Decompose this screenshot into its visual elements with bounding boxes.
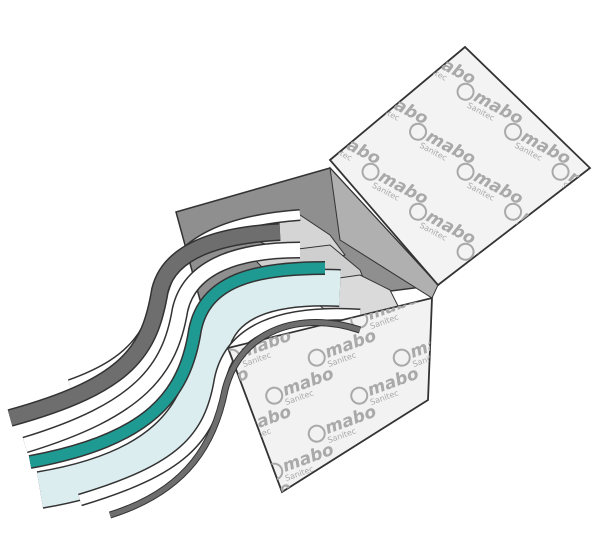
logo-emblem-icon	[306, 499, 327, 520]
logo-emblem-icon	[476, 347, 497, 368]
logo-emblem-icon	[228, 424, 241, 443]
logo-emblem-icon	[350, 462, 369, 481]
logo-emblem-icon	[409, 202, 428, 221]
logo-brand: mabo	[565, 247, 600, 290]
logo-brand: mabo	[237, 478, 294, 515]
strip-white-front	[78, 309, 361, 505]
logo-emblem-icon	[392, 424, 411, 443]
logo-sub: Sanitec	[369, 464, 400, 483]
logo-brand: mabo	[470, 247, 526, 290]
strip-fleece	[37, 270, 341, 508]
logo-emblem-icon	[551, 242, 570, 261]
logo-brand: mabo	[518, 287, 574, 330]
logo-emblem-icon	[361, 82, 380, 101]
logo-sub: Sanitec	[454, 312, 485, 331]
logo-brand: mabo	[565, 87, 600, 130]
logo-sub: Sanitec	[496, 502, 527, 521]
logo-brand: mabo	[518, 207, 574, 250]
logo-sub: Sanitec	[323, 61, 353, 83]
logo-emblem-icon	[476, 499, 497, 520]
logo-sub: Sanitec	[326, 502, 357, 521]
logo-emblem-icon	[392, 348, 411, 367]
logo-sub: Sanitec	[241, 502, 272, 521]
logo-emblem-icon	[504, 282, 523, 285]
logo-emblem-icon	[434, 461, 455, 482]
logo-sub: Sanitec	[496, 350, 527, 369]
logo-emblem-icon	[350, 386, 369, 405]
box-front-face	[226, 296, 433, 494]
logo-brand: mabo	[450, 364, 507, 401]
strip-teal	[29, 262, 326, 468]
logo-brand: mabo	[407, 478, 464, 515]
logo-emblem-icon	[409, 47, 428, 61]
logo-sub: Sanitec	[199, 464, 230, 483]
logo-emblem-icon	[551, 82, 570, 101]
logo-sub: Sanitec	[513, 61, 543, 83]
logo-sub: Sanitec	[561, 261, 591, 283]
logo-emblem-icon	[330, 122, 333, 141]
logo-emblem-icon	[307, 348, 326, 367]
logo-emblem-icon	[391, 499, 412, 520]
logo-sub: Sanitec	[411, 426, 442, 445]
logo-emblem-icon	[307, 424, 326, 443]
logo-emblem-icon	[476, 423, 497, 444]
logo-sub: Sanitec	[454, 388, 485, 407]
logo-emblem-icon	[504, 47, 523, 61]
logo-brand: mabo	[322, 478, 379, 515]
logo-brand: mabo	[518, 47, 574, 90]
logo-emblem-icon	[265, 386, 284, 405]
logo-brand: mabo	[328, 47, 384, 90]
logo-sub: Sanitec	[561, 101, 591, 123]
logo-emblem-icon	[361, 162, 380, 181]
strip-dark-front	[109, 320, 361, 518]
logo-brand: mabo	[450, 288, 507, 325]
logo-emblem-icon	[434, 309, 455, 330]
logo-emblem-icon	[330, 47, 333, 61]
strips	[7, 209, 361, 509]
logo-sub: Sanitec	[466, 261, 496, 283]
logo-brand: mabo	[365, 440, 422, 477]
logo-emblem-icon	[456, 82, 475, 101]
logo-brand: mabo	[565, 167, 600, 210]
logo-brand: mabo	[492, 326, 549, 363]
strip-dark	[8, 224, 281, 426]
logo-brand: mabo	[492, 402, 549, 439]
logo-emblem-icon	[456, 162, 475, 181]
logo-emblem-icon	[504, 202, 523, 221]
strip-white	[22, 243, 301, 452]
logo-sub: Sanitec	[411, 502, 442, 521]
logo-sub: Sanitec	[561, 181, 591, 203]
logo-brand: mabo	[450, 440, 507, 477]
logo-emblem-icon	[434, 385, 455, 406]
logo-emblem-icon	[504, 122, 523, 141]
logo-sub: Sanitec	[454, 464, 485, 483]
logo-sub: Sanitec	[513, 301, 543, 323]
logo-brand: mabo	[492, 478, 549, 515]
logo-emblem-icon	[456, 242, 475, 261]
logo-emblem-icon	[409, 122, 428, 141]
logo-sub: Sanitec	[496, 426, 527, 445]
logo-emblem-icon	[221, 499, 242, 520]
logo-emblem-icon	[551, 162, 570, 181]
